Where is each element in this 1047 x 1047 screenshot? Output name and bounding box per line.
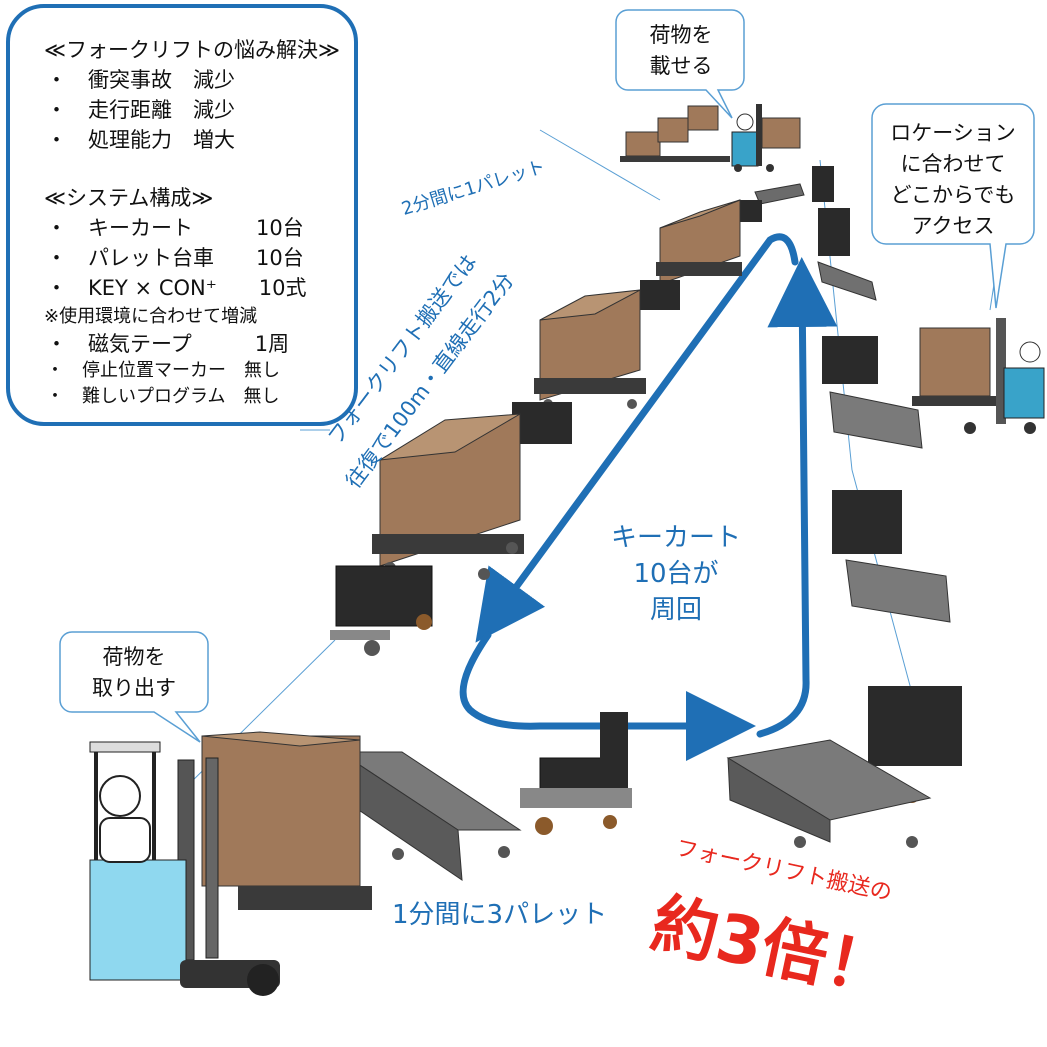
forklift-right (912, 318, 1045, 434)
forklift-top (731, 104, 774, 172)
cart-chain-left (330, 183, 805, 656)
cart-row-bottom (338, 712, 932, 881)
callout-location-line4: アクセス (911, 214, 995, 238)
callout-location-line3: どこからでも (890, 183, 1016, 207)
keycart-loop-line2: 10台が (633, 559, 719, 589)
callout-location: ロケーション に合わせて どこからでも アクセス (872, 118, 1034, 242)
key-cart-loop-arrows (459, 233, 838, 761)
bubble-load-top (615, 9, 745, 119)
callout-unload-line2: 取り出す (92, 676, 176, 700)
info-note: ※使用環境に合わせて増減 (44, 306, 258, 327)
callout-load-top-line2: 載せる (649, 54, 713, 78)
info-extra-3: ・ 難しいプログラム 無し (46, 386, 280, 407)
cart-chain-right (812, 166, 962, 803)
rate-bottom-label: 1分間に3パレット (392, 900, 608, 930)
callout-unload: 荷物を 取り出す (60, 642, 208, 704)
info-extra-2: ・ 停止位置マーカー 無し (46, 360, 280, 381)
info-heading-system: ≪システム構成≫ (44, 186, 214, 210)
info-system-3: ・ KEY × CON⁺ 10式 (46, 276, 307, 300)
info-problem-1: ・ 衝突事故 減少 (46, 68, 235, 92)
info-system-1: ・ キーカート 10台 (46, 216, 304, 240)
bubble-unload (59, 631, 209, 743)
keycart-loop-label: キーカート 10台が 周回 (596, 520, 756, 628)
info-heading-problems: ≪フォークリフトの悩み解決≫ (44, 38, 340, 62)
info-extra-1: ・ 磁気テープ 1周 (46, 332, 290, 356)
callout-load-top: 荷物を 載せる (616, 20, 746, 82)
keycart-loop-line1: キーカート (610, 523, 741, 553)
info-problem-2: ・ 走行距離 減少 (46, 98, 235, 122)
callout-load-top-line1: 荷物を (649, 23, 713, 47)
callout-location-line2: に合わせて (900, 152, 1006, 176)
info-problem-3: ・ 処理能力 増大 (46, 128, 235, 152)
callout-location-line1: ロケーション (890, 121, 1016, 145)
callout-unload-line1: 荷物を (102, 645, 166, 669)
bubble-location (871, 103, 1035, 309)
info-system-2: ・ パレット台車 10台 (46, 246, 304, 270)
speech-bubbles (59, 9, 1035, 743)
forklift-foreground (89, 731, 372, 996)
keycart-loop-line3: 周回 (649, 595, 702, 625)
pallet-row-top (620, 105, 801, 162)
info-panel: ≪フォークリフトの悩み解決≫ ・ 衝突事故 減少 ・ 走行距離 減少 ・ 処理能… (6, 4, 358, 426)
